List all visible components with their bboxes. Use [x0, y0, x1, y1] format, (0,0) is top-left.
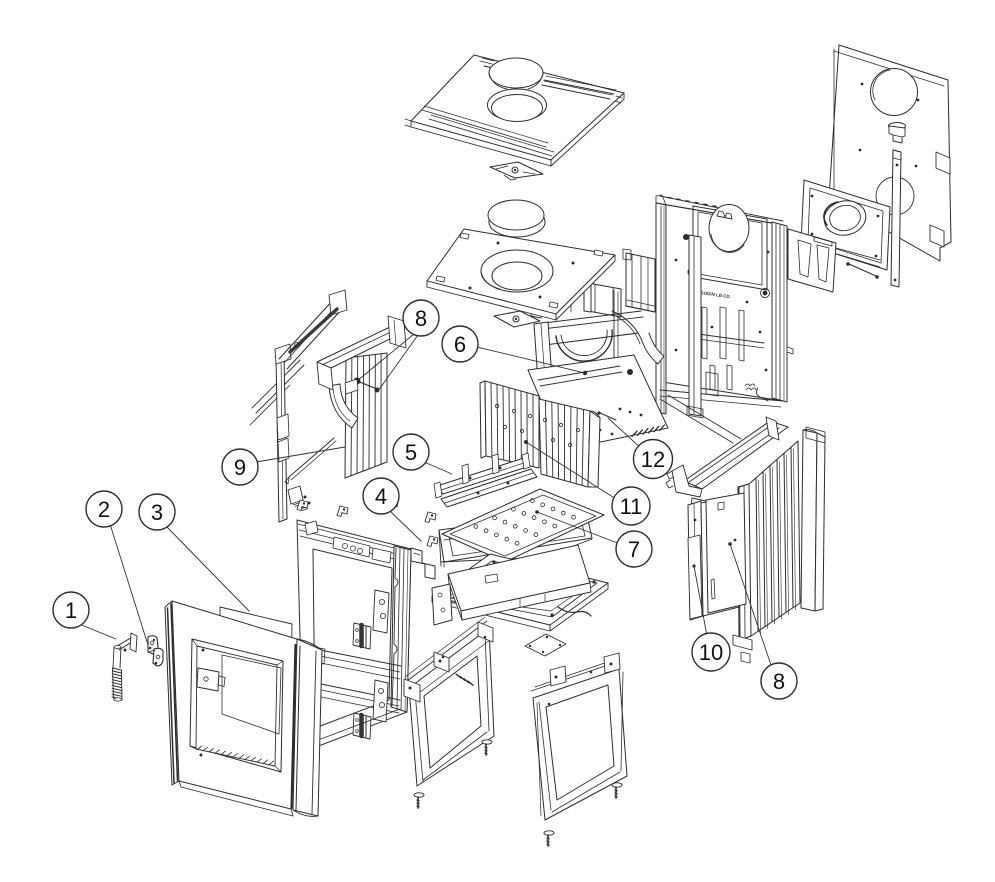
svg-text:GODIN LB CD: GODIN LB CD	[700, 290, 731, 299]
svg-text:7: 7	[628, 537, 640, 562]
svg-text:9: 9	[234, 455, 246, 480]
svg-text:3: 3	[151, 500, 163, 525]
svg-text:6: 6	[454, 332, 466, 357]
svg-text:4: 4	[375, 484, 387, 509]
svg-text:12: 12	[641, 447, 665, 472]
svg-text:1: 1	[65, 598, 77, 623]
svg-text:5: 5	[405, 440, 417, 465]
svg-text:8: 8	[415, 306, 427, 331]
svg-text:11: 11	[620, 494, 643, 519]
svg-text:8: 8	[773, 669, 785, 694]
svg-text:2: 2	[98, 497, 110, 522]
svg-text:10: 10	[699, 640, 723, 665]
